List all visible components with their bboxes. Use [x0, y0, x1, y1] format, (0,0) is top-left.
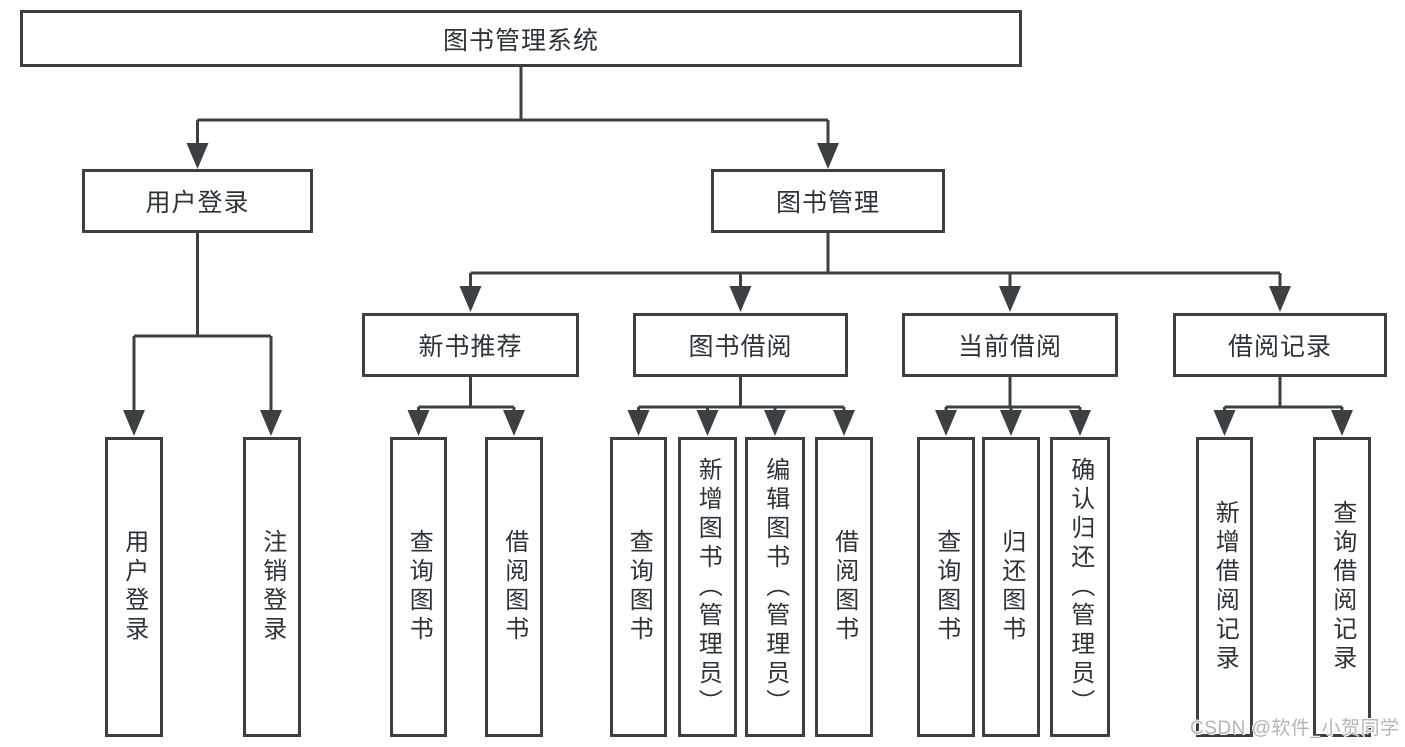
- leaf-current-query-books: 查询图书: [917, 437, 975, 737]
- node-book-management: 图书管理: [711, 169, 945, 233]
- node-library-management-system: 图书管理系统: [20, 10, 1022, 67]
- node-new-book-recommendation: 新书推荐: [362, 313, 579, 377]
- node-label: 借阅记录: [1227, 333, 1332, 361]
- node-user-login: 用户登录: [82, 169, 313, 233]
- leaf-recommend-borrow-books: 借阅图书: [485, 437, 543, 737]
- node-borrowing-records: 借阅记录: [1173, 313, 1387, 377]
- leaf-records-add-borrow-record: 新增借阅记录: [1196, 437, 1253, 737]
- leaf-records-query-borrow-record: 查询借阅记录: [1313, 437, 1371, 737]
- node-current-borrowing: 当前借阅: [902, 313, 1118, 377]
- csdn-watermark: CSDN @软件_小贺同学: [1190, 718, 1400, 739]
- leaf-label: 查询图书: [405, 529, 433, 645]
- leaf-label: 借阅图书: [500, 529, 528, 645]
- leaf-borrowing-add-books-admin: 新增图书（管理员）: [678, 437, 737, 737]
- node-label: 图书管理: [775, 189, 880, 217]
- leaf-label: 新增借阅记录: [1211, 500, 1239, 674]
- leaf-borrowing-query-books: 查询图书: [610, 437, 667, 737]
- leaf-logout: 注销登录: [243, 437, 301, 737]
- node-book-borrowing: 图书借阅: [633, 313, 848, 377]
- leaf-recommend-query-books: 查询图书: [390, 437, 447, 737]
- leaf-borrowing-edit-books-admin: 编辑图书（管理员）: [745, 437, 805, 737]
- leaf-label: 新增图书（管理员）: [694, 456, 722, 718]
- leaf-user-login: 用户登录: [105, 437, 163, 737]
- node-label: 图书借阅: [688, 333, 793, 361]
- leaf-label: 用户登录: [120, 529, 148, 645]
- leaf-current-return-books: 归还图书: [982, 437, 1040, 737]
- node-label: 当前借阅: [957, 333, 1062, 361]
- node-label: 图书管理系统: [442, 26, 599, 55]
- leaf-label: 归还图书: [997, 529, 1025, 645]
- leaf-label: 查询图书: [932, 529, 960, 645]
- node-label: 用户登录: [145, 189, 250, 217]
- leaf-label: 查询图书: [625, 529, 653, 645]
- leaf-current-confirm-return-admin: 确认归还（管理员）: [1050, 437, 1110, 737]
- leaf-borrowing-borrow-books: 借阅图书: [815, 437, 873, 737]
- leaf-label: 编辑图书（管理员）: [761, 456, 789, 718]
- leaf-label: 查询借阅记录: [1328, 500, 1356, 674]
- leaf-label: 注销登录: [258, 529, 286, 645]
- node-label: 新书推荐: [418, 333, 523, 361]
- leaf-label: 借阅图书: [830, 529, 858, 645]
- leaf-label: 确认归还（管理员）: [1066, 456, 1094, 718]
